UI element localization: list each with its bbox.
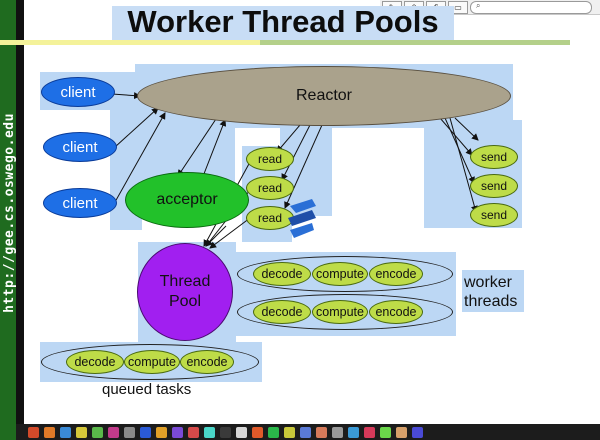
task-label: encode	[375, 267, 417, 281]
arrow-reactor-send1	[439, 117, 473, 156]
arrow-client2-reactor	[114, 107, 159, 148]
arrow-client1-reactor	[111, 92, 141, 100]
worker-label-line2: threads	[464, 293, 518, 310]
read-label: read	[257, 152, 283, 166]
app-icon[interactable]	[44, 427, 55, 438]
task-decode: decode	[66, 350, 124, 374]
app-icon[interactable]	[156, 427, 167, 438]
app-icon[interactable]	[364, 427, 375, 438]
send-node: send	[470, 203, 518, 227]
app-icon[interactable]	[252, 427, 263, 438]
title-highlight	[112, 6, 454, 40]
title-rule-accent	[0, 40, 260, 45]
app-icon[interactable]	[348, 427, 359, 438]
app-icon[interactable]	[412, 427, 423, 438]
app-icon[interactable]	[396, 427, 407, 438]
arrow-client3-reactor	[114, 112, 166, 203]
thread-pool-node: Thread Pool	[137, 243, 233, 341]
thread-pool-label-line2: Pool	[168, 293, 202, 310]
arrow-reactor-read3	[284, 124, 323, 209]
arrow-read3-pool	[209, 217, 251, 249]
app-icon[interactable]	[140, 427, 151, 438]
task-encode: encode	[369, 300, 423, 324]
app-icon[interactable]	[268, 427, 279, 438]
worker-thread-ring	[237, 294, 453, 330]
client-node: client	[43, 188, 117, 218]
queued-tasks-label: queued tasks	[102, 381, 192, 398]
reactor-node: Reactor	[137, 66, 511, 126]
client-node: client	[41, 77, 115, 107]
send-node: send	[470, 174, 518, 198]
task-encode: encode	[180, 350, 234, 374]
app-icon[interactable]	[60, 427, 71, 438]
task-label: decode	[74, 355, 116, 369]
title-rule	[0, 40, 570, 45]
url-sidebar: http://gee.cs.oswego.edu	[0, 0, 17, 440]
queued-tasks-ring	[41, 344, 259, 380]
search-input[interactable]: ⌕	[470, 1, 592, 14]
app-icon[interactable]	[380, 427, 391, 438]
client-label: client	[62, 138, 98, 156]
task-label: decode	[261, 305, 303, 319]
worker-thread-ring	[237, 256, 453, 292]
task-compute: compute	[312, 300, 368, 324]
task-label: compute	[128, 355, 176, 369]
watermark-logo-icon	[288, 199, 316, 238]
task-compute: compute	[124, 350, 180, 374]
task-compute: compute	[312, 262, 368, 286]
page-title: Worker Thread Pools	[127, 4, 439, 39]
worker-threads-label: worker threads	[464, 273, 517, 311]
arrow-reactor-send-top	[454, 117, 479, 141]
send-label: send	[480, 179, 508, 193]
window-edge	[16, 0, 24, 440]
read-node: read	[246, 147, 294, 171]
app-icon[interactable]	[188, 427, 199, 438]
app-icon[interactable]	[316, 427, 327, 438]
task-label: decode	[261, 267, 303, 281]
arrow-reactor-read2	[281, 124, 311, 181]
client-label: client	[62, 194, 98, 212]
app-icon[interactable]	[108, 427, 119, 438]
acceptor-label: acceptor	[156, 191, 218, 208]
read-node: read	[246, 176, 294, 200]
app-icon[interactable]	[300, 427, 311, 438]
send-label: send	[480, 150, 508, 164]
search-icon: ⌕	[476, 1, 481, 10]
client-node: client	[43, 132, 117, 162]
send-label: send	[480, 208, 508, 222]
task-decode: decode	[253, 300, 311, 324]
read-label: read	[257, 181, 283, 195]
app-icon[interactable]	[92, 427, 103, 438]
thread-pool-label-line1: Thread	[159, 273, 211, 290]
app-icon[interactable]	[28, 427, 39, 438]
app-icon[interactable]	[220, 427, 231, 438]
client-label: client	[60, 83, 96, 101]
worker-label-highlight	[462, 270, 524, 312]
arrow-reactor-acceptor	[177, 112, 221, 177]
app-icon[interactable]	[76, 427, 87, 438]
send-node: send	[470, 145, 518, 169]
read-node: read	[246, 206, 294, 230]
app-icon[interactable]	[332, 427, 343, 438]
app-icon[interactable]	[124, 427, 135, 438]
app-icon[interactable]	[204, 427, 215, 438]
read-label: read	[257, 211, 283, 225]
reactor-label: Reactor	[295, 87, 353, 104]
task-label: encode	[186, 355, 228, 369]
task-encode: encode	[369, 262, 423, 286]
task-label: encode	[375, 305, 417, 319]
worker-label-line1: worker	[464, 274, 513, 291]
task-decode: decode	[253, 262, 311, 286]
acceptor-node: acceptor	[125, 172, 249, 228]
app-icon[interactable]	[236, 427, 247, 438]
app-icon[interactable]	[284, 427, 295, 438]
task-label: compute	[316, 267, 364, 281]
arrow-reactor-send3	[449, 117, 478, 213]
app-icon[interactable]	[172, 427, 183, 438]
task-label: compute	[316, 305, 364, 319]
